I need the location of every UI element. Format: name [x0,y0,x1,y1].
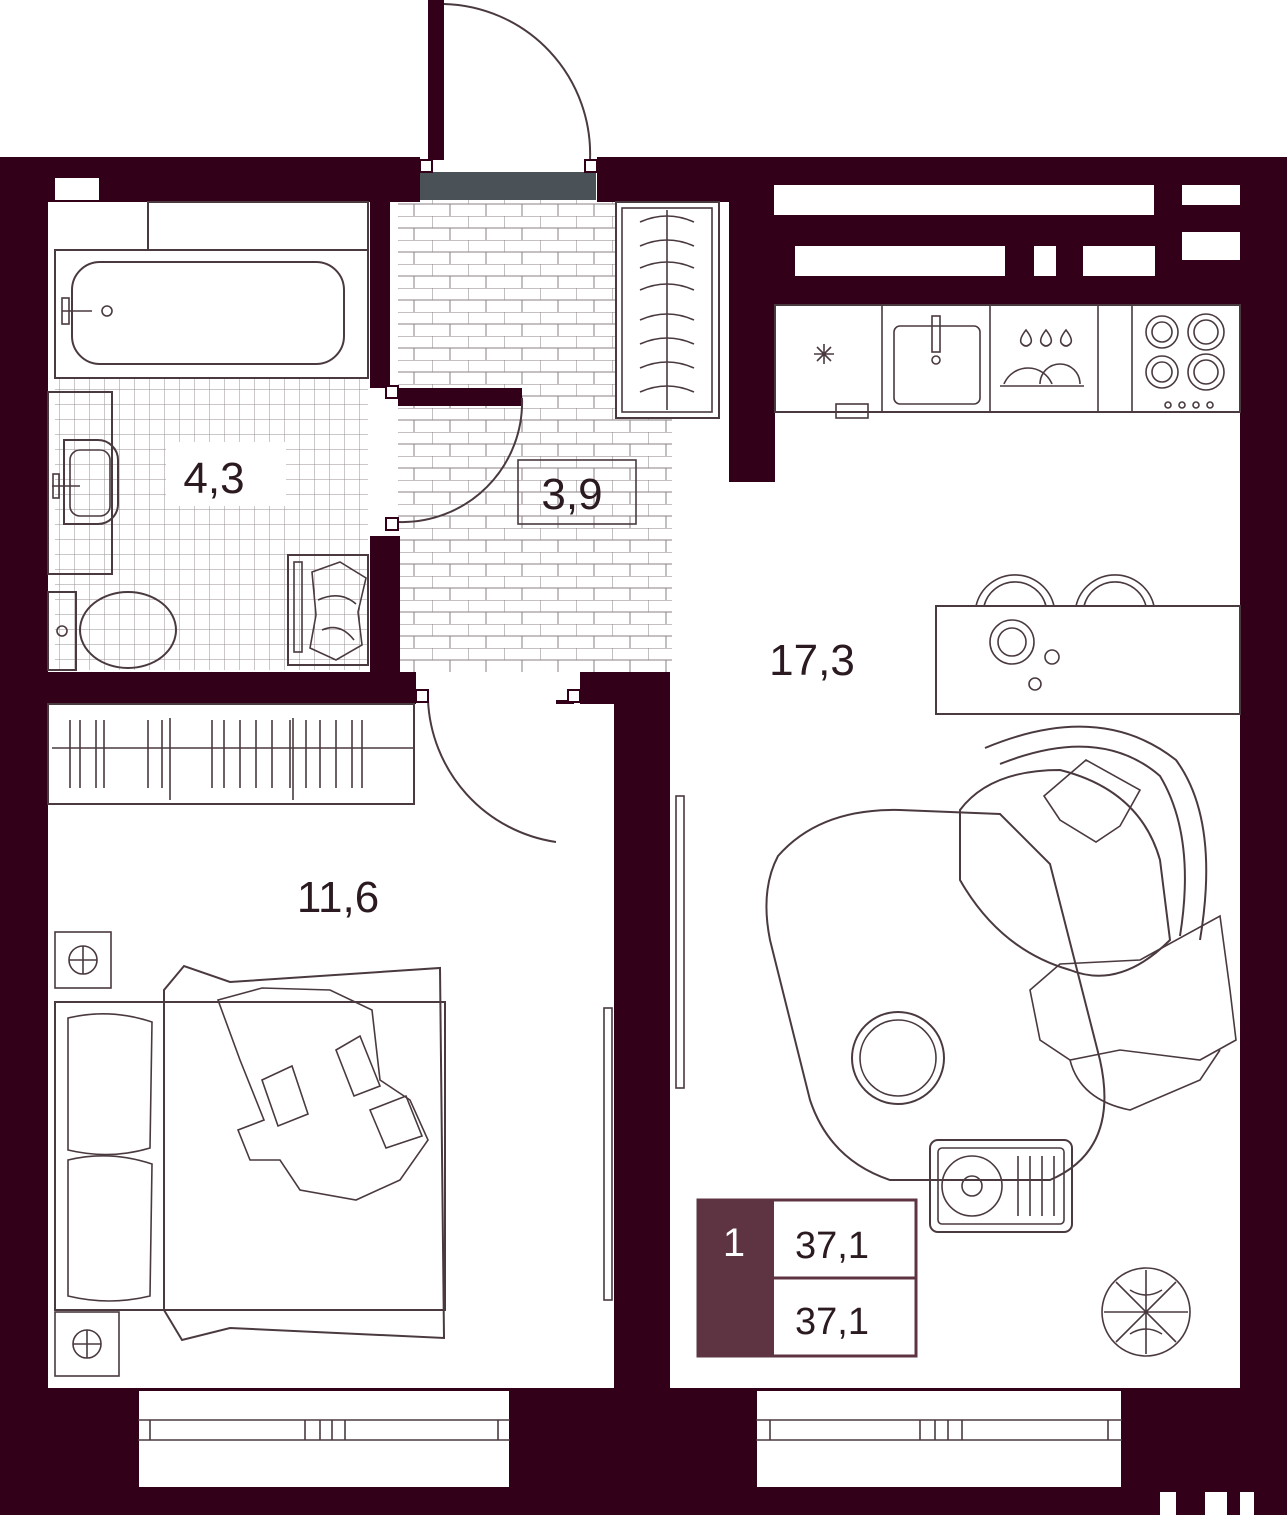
room-area-kitchen-living: 17,3 [769,636,855,685]
room-area-bedroom: 11,6 [297,873,379,922]
window-living [755,1389,1123,1489]
legend-living-area: 37,1 [795,1301,869,1343]
kitchen-fixtures [774,304,1241,715]
apartment-legend [696,1198,918,1358]
wall-openings [55,178,1254,1515]
room-area-hallway: 3,9 [541,470,602,519]
entrance-door [419,3,598,200]
legend-rooms-count: 1 [723,1221,745,1265]
living-fixtures [765,725,1237,1357]
kitchen-pier [729,300,775,482]
bedroom-fixtures [47,689,685,1377]
bathroom-fixtures [47,201,369,671]
window-bedroom [137,1389,511,1489]
room-area-bathroom: 4,3 [183,454,244,503]
hallway-fixtures [385,201,720,531]
legend-total-area: 37,1 [795,1225,869,1267]
floor-tiles [55,200,719,672]
